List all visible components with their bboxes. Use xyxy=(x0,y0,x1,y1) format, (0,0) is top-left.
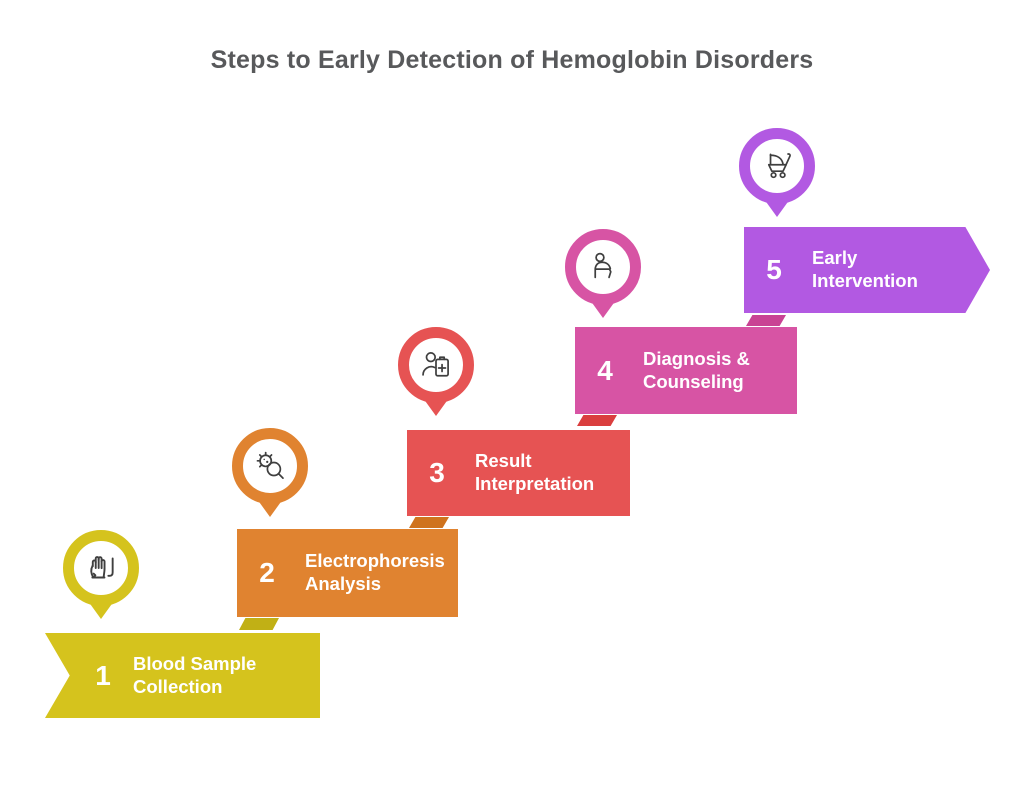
patient-report-icon xyxy=(422,352,449,377)
step-1-banner: 1 Blood Sample Collection xyxy=(45,633,320,718)
step-3-pin xyxy=(398,327,474,420)
step-4-pin xyxy=(565,229,641,322)
step-2-pin xyxy=(232,428,308,521)
pin-circle xyxy=(398,327,474,403)
step-3-banner: 3 Result Interpretation xyxy=(407,430,630,516)
microbe-magnifier-icon xyxy=(256,451,284,479)
fold-step-2-to-3 xyxy=(409,517,449,528)
step-1-number: 1 xyxy=(95,659,111,691)
step-2-banner: 2 Electrophoresis Analysis xyxy=(237,529,458,617)
step-3-label: Result Interpretation xyxy=(475,450,595,494)
step-5-number: 5 xyxy=(766,254,782,285)
step-2-number: 2 xyxy=(259,557,275,588)
step-4-label: Diagnosis & Counseling xyxy=(643,347,750,392)
pin-circle xyxy=(232,428,308,504)
fold-step-4-to-5 xyxy=(746,315,786,326)
baby-stroller-icon xyxy=(767,153,791,179)
step-2-label: Electrophoresis Analysis xyxy=(305,550,445,594)
pin-circle xyxy=(739,128,815,204)
step-1-label: Blood Sample Collection xyxy=(133,652,257,697)
pin-circle xyxy=(63,530,139,606)
step-3-number: 3 xyxy=(429,457,445,488)
fold-step-1-to-2 xyxy=(239,618,279,630)
step-4-banner: 4 Diagnosis & Counseling xyxy=(575,327,797,414)
pin-circle xyxy=(565,229,641,305)
counseling-person-icon xyxy=(594,252,612,279)
step-1-pin xyxy=(63,530,139,623)
page-title: Steps to Early Detection of Hemoglobin D… xyxy=(210,46,814,74)
step-5-label: Early Intervention xyxy=(812,247,918,291)
fold-step-3-to-4 xyxy=(577,415,617,426)
step-5-pin xyxy=(739,128,815,221)
step-4-number: 4 xyxy=(597,354,613,386)
gloved-hand-icon xyxy=(90,556,114,579)
step-5-banner: 5 Early Intervention xyxy=(744,227,990,313)
